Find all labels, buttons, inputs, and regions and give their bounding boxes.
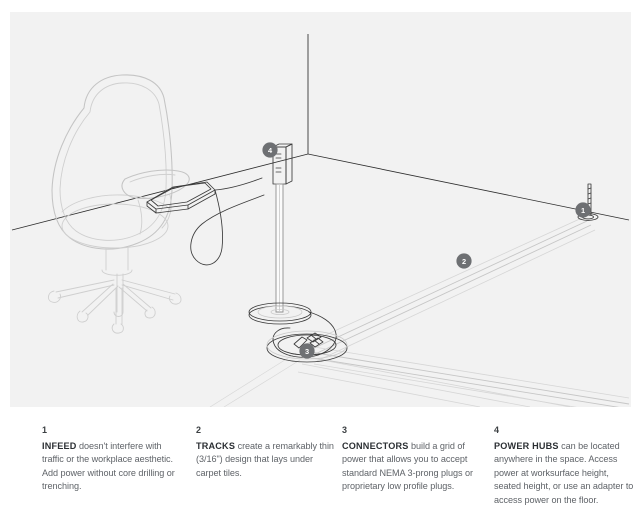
caption-1-number: 1 xyxy=(42,425,48,435)
caption-2-lead: TRACKS xyxy=(196,441,236,451)
illustration-panel: .rm { fill:none; stroke:#2e2e2e; stroke-… xyxy=(10,12,631,407)
caption-4-lead: POWER HUBS xyxy=(494,441,559,451)
caption-2-number: 2 xyxy=(196,425,202,435)
caption-1-body: INFEED doesn't interfere with traffic or… xyxy=(42,440,185,494)
scene-illustration: .rm { fill:none; stroke:#2e2e2e; stroke-… xyxy=(11,34,630,407)
caption-2-text: create a remarkably thin (3/16") design … xyxy=(196,441,334,478)
badge-2: 2 xyxy=(456,253,472,269)
caption-row: 1 INFEED doesn't interfere with traffic … xyxy=(0,425,641,529)
caption-4-number: 4 xyxy=(494,425,500,435)
power-cable xyxy=(190,177,265,266)
caption-1-lead: INFEED xyxy=(42,441,77,451)
floor-hub xyxy=(266,311,348,363)
caption-3-number: 3 xyxy=(342,425,348,435)
office-chair xyxy=(47,74,190,334)
power-pole xyxy=(248,143,312,325)
badge-3: 3 xyxy=(299,343,315,359)
badge-2-label: 2 xyxy=(462,257,466,266)
caption-3-lead: CONNECTORS xyxy=(342,441,409,451)
caption-3-body: CONNECTORS build a grid of power that al… xyxy=(342,440,485,494)
caption-1-text: doesn't interfere with traffic or the wo… xyxy=(42,441,175,492)
badge-1-label: 1 xyxy=(581,206,585,215)
caption-item-3: 3 CONNECTORS build a grid of power that … xyxy=(342,425,485,494)
caption-4-text: can be located anywhere in the space. Ac… xyxy=(494,441,634,505)
caption-item-4: 4 POWER HUBS can be located anywhere in … xyxy=(494,425,635,507)
badge-4: 4 xyxy=(262,142,278,158)
caption-item-1: 1 INFEED doesn't interfere with traffic … xyxy=(42,425,185,494)
caption-2-body: TRACKS create a remarkably thin (3/16") … xyxy=(196,440,336,480)
caption-3-text: build a grid of power that allows you to… xyxy=(342,441,473,492)
chair-base xyxy=(47,273,182,334)
caption-4-body: POWER HUBS can be located anywhere in th… xyxy=(494,440,635,507)
badge-4-label: 4 xyxy=(268,146,273,155)
room-walls xyxy=(11,34,630,231)
badge-3-label: 3 xyxy=(305,347,309,356)
caption-item-2: 2 TRACKS create a remarkably thin (3/16"… xyxy=(196,425,336,480)
badge-1: 1 xyxy=(575,202,591,218)
floor-tracks xyxy=(209,216,630,407)
